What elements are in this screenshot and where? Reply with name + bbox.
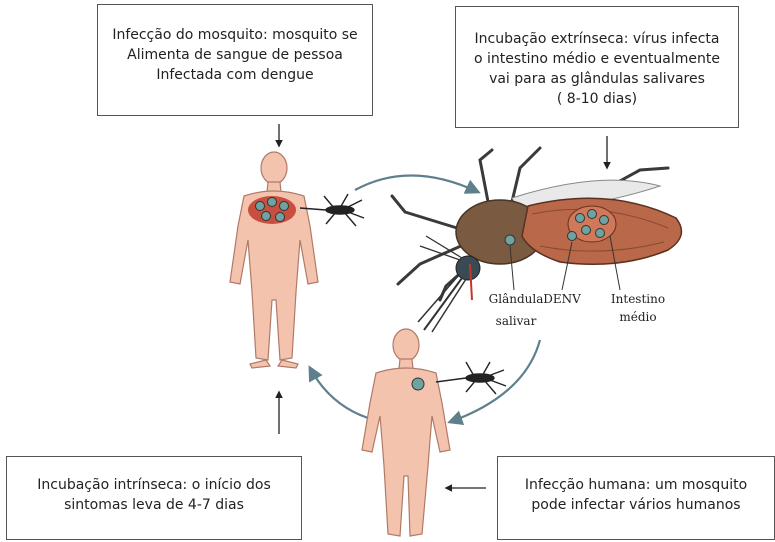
cycle-arrow-to-mosquito [355,175,478,192]
midgut-label-line2: médio [619,310,656,324]
cycle-arrow-to-first-human [310,368,368,418]
bitten-human-figure [362,329,450,536]
infected-blood-icon [248,196,296,224]
denv-label: DENV [543,292,581,306]
salivary-gland-label-line2: salivar [496,314,537,328]
midgut-label: Intestino [611,292,665,306]
salivary-gland-label: Glândula [489,292,544,306]
cycle-arrow-to-human [450,340,540,422]
infected-human-figure [230,152,318,368]
virus-icon [412,378,424,390]
small-mosquito-icon-2 [436,362,506,394]
